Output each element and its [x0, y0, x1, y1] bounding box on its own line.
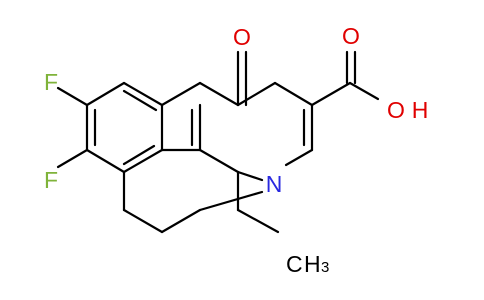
- bond: [122, 81, 164, 107]
- atom-c-methyl: C: [286, 251, 303, 277]
- methyl-subscript: 3: [321, 259, 329, 276]
- bond: [198, 148, 240, 174]
- atom-h-methyl: H: [304, 251, 321, 277]
- double-bond-inner: [122, 89, 158, 112]
- bond: [198, 190, 264, 212]
- bond: [310, 81, 352, 107]
- bond: [122, 148, 164, 174]
- atom-n-ring: N: [266, 171, 283, 197]
- atom-h-hydroxyl: H: [412, 97, 429, 123]
- atom-o-acid: O: [342, 23, 360, 49]
- bond: [284, 148, 314, 167]
- bond: [85, 81, 126, 107]
- bond: [236, 81, 277, 107]
- bond: [160, 81, 202, 107]
- atom-f-top: F: [44, 69, 58, 95]
- bond: [122, 208, 164, 234]
- bond: [198, 81, 240, 107]
- atom-o-carbonyl: O: [233, 24, 251, 50]
- methyl-label: C H 3: [286, 251, 329, 277]
- bond-c-oh: [348, 81, 380, 101]
- atom-f-bottom: F: [44, 167, 58, 193]
- bond: [85, 148, 126, 174]
- bond-c-f-top: [56, 86, 89, 107]
- double-bond-inner: [122, 144, 156, 166]
- bond-c-f-bottom: [56, 148, 89, 169]
- bond: [273, 81, 314, 107]
- bond-lines: [56, 50, 380, 234]
- hydroxyl-label: O H: [387, 97, 428, 123]
- atom-labels: F F O N O O H C H 3: [44, 23, 428, 277]
- bond-methyl: [236, 208, 280, 234]
- bond: [236, 170, 264, 182]
- atom-o-hydroxyl: O: [387, 97, 405, 123]
- bond: [160, 208, 202, 234]
